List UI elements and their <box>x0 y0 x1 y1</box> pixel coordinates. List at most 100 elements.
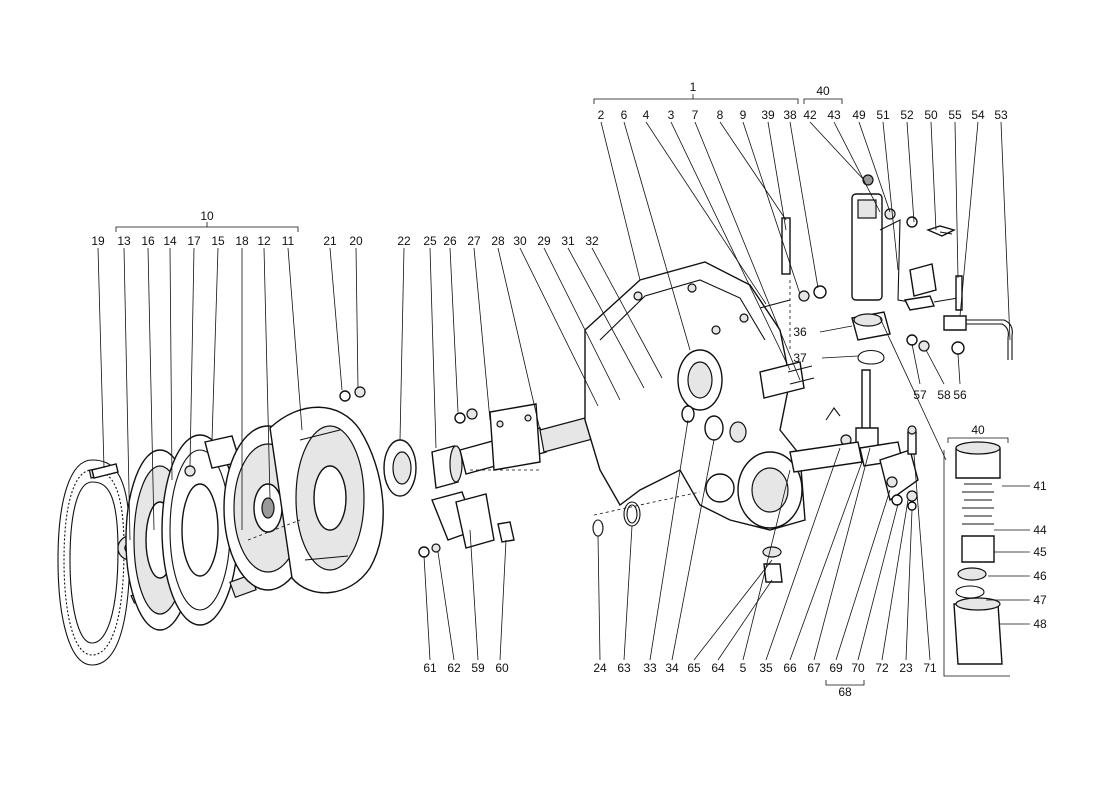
callout-32: 32 <box>585 234 599 248</box>
callout-37: 37 <box>793 351 807 365</box>
callout-44: 44 <box>1033 523 1047 537</box>
bolt-50 <box>926 225 956 237</box>
nuts-26 <box>454 408 478 424</box>
callout-33: 33 <box>643 661 657 675</box>
push-rod-clevis <box>840 369 879 449</box>
callout-67: 67 <box>807 661 821 675</box>
callout-8: 8 <box>717 108 724 122</box>
callout-14: 14 <box>163 234 177 248</box>
group-label-40-top: 40 <box>816 84 830 98</box>
group-label-10: 10 <box>200 209 214 223</box>
callout-54: 54 <box>971 108 985 122</box>
lever-67 <box>879 449 919 502</box>
callout-17: 17 <box>187 234 201 248</box>
callout-4: 4 <box>643 108 650 122</box>
callout-69: 69 <box>829 661 843 675</box>
clutch-cover-11 <box>269 406 384 594</box>
callout-70: 70 <box>851 661 865 675</box>
callout-39: 39 <box>761 108 775 122</box>
callout-7: 7 <box>692 108 699 122</box>
callout-45: 45 <box>1033 545 1047 559</box>
callout-38: 38 <box>783 108 797 122</box>
callout-56: 56 <box>953 388 967 402</box>
release-fork <box>418 491 515 558</box>
callout-3: 3 <box>668 108 675 122</box>
callout-30: 30 <box>513 234 527 248</box>
callout-23: 23 <box>899 661 913 675</box>
callout-20: 20 <box>349 234 363 248</box>
callout-60: 60 <box>495 661 509 675</box>
slave-cylinder <box>851 174 918 303</box>
callout-2: 2 <box>598 108 605 122</box>
callout-27: 27 <box>467 234 481 248</box>
callout-65: 65 <box>687 661 701 675</box>
callout-48: 48 <box>1033 617 1047 631</box>
callout-63: 63 <box>617 661 631 675</box>
callout-47: 47 <box>1033 593 1047 607</box>
hydraulic-pipe <box>943 315 1013 360</box>
callout-72: 72 <box>875 661 889 675</box>
nuts-21-20 <box>339 386 366 402</box>
clamp-36 <box>851 311 891 341</box>
callout-59: 59 <box>471 661 485 675</box>
callout-31: 31 <box>561 234 575 248</box>
callout-21: 21 <box>323 234 337 248</box>
callout-50: 50 <box>924 108 938 122</box>
callout-57: 57 <box>913 388 927 402</box>
nuts-38-9 <box>798 285 827 302</box>
bushings-33-34 <box>681 405 747 443</box>
group-label-68: 68 <box>838 685 852 699</box>
cotter-pin <box>825 407 841 421</box>
callout-66: 66 <box>783 661 797 675</box>
callout-42: 42 <box>803 108 817 122</box>
callout-61: 61 <box>423 661 437 675</box>
hose-fittings <box>903 295 959 311</box>
callout-29: 29 <box>537 234 551 248</box>
callout-25: 25 <box>423 234 437 248</box>
callout-12: 12 <box>257 234 271 248</box>
callout-62: 62 <box>447 661 461 675</box>
group-label-1: 1 <box>690 80 697 94</box>
bleed-nipple-55 <box>955 275 963 311</box>
callout-11: 11 <box>282 234 295 248</box>
clutch-housing <box>584 261 806 531</box>
callout-41: 41 <box>1033 479 1047 493</box>
callout-64: 64 <box>711 661 725 675</box>
callout-5: 5 <box>740 661 747 675</box>
callout-24: 24 <box>593 661 607 675</box>
bracket-52 <box>909 263 937 297</box>
group-label-40-right: 40 <box>971 423 985 437</box>
slave-cylinder-parts <box>953 441 1003 665</box>
callout-28: 28 <box>491 234 505 248</box>
leader-lines <box>97 121 1030 661</box>
callout-52: 52 <box>900 108 914 122</box>
callout-55: 55 <box>948 108 962 122</box>
parts-drawing <box>57 174 1013 677</box>
ring-37 <box>857 349 885 365</box>
collar-25 <box>431 445 463 489</box>
right-group-frame <box>943 450 1010 677</box>
callout-6: 6 <box>621 108 628 122</box>
callout-35: 35 <box>759 661 773 675</box>
callout-71: 71 <box>923 661 937 675</box>
callout-15: 15 <box>211 234 225 248</box>
callout-58: 58 <box>937 388 951 402</box>
callout-49: 49 <box>852 108 866 122</box>
connector-lines <box>247 280 947 541</box>
callout-36: 36 <box>793 325 807 339</box>
callout-19: 19 <box>91 234 105 248</box>
callout-53: 53 <box>994 108 1008 122</box>
callout-16: 16 <box>141 234 155 248</box>
pin-39 <box>781 217 791 275</box>
stud-19 <box>91 463 119 479</box>
callout-26: 26 <box>443 234 457 248</box>
callout-34: 34 <box>665 661 679 675</box>
callout-9: 9 <box>740 108 747 122</box>
callout-46: 46 <box>1033 569 1047 583</box>
o-ring-24 <box>592 519 604 537</box>
throwout-bearing-22 <box>383 439 417 497</box>
washers-57-58-56 <box>906 334 965 355</box>
callout-13: 13 <box>117 234 131 248</box>
callout-43: 43 <box>827 108 841 122</box>
